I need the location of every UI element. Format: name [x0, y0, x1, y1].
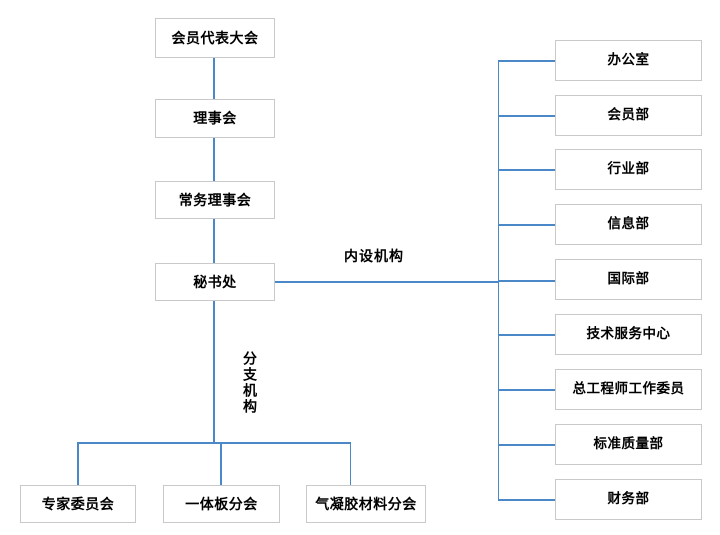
connector-dept-stub-2: [498, 115, 555, 117]
node-standing-council[interactable]: 常务理事会: [155, 181, 275, 219]
connector-secretariat-to-branch-bus: [213, 301, 215, 443]
node-branch-expert-committee[interactable]: 专家委员会: [20, 485, 136, 523]
node-department-membership[interactable]: 会员部: [555, 95, 702, 136]
node-secretariat[interactable]: 秘书处: [155, 263, 275, 301]
connector-branch-drop-3: [349, 443, 352, 485]
connector-branch-drop-2: [220, 443, 222, 485]
caption-branch-organizations: 分支机构: [242, 351, 258, 415]
node-department-chief-engineer-committee[interactable]: 总工程师工作委员: [555, 369, 702, 410]
node-department-standard-quality[interactable]: 标准质量部: [555, 424, 702, 465]
connector-dept-stub-9: [498, 499, 555, 501]
node-department-technical-service-center[interactable]: 技术服务中心: [555, 314, 702, 355]
node-council[interactable]: 理事会: [155, 99, 275, 138]
connector-dept-stub-3: [498, 169, 555, 171]
connector-branch-drop-1: [77, 443, 79, 485]
node-member-assembly[interactable]: 会员代表大会: [155, 18, 275, 58]
connector-standing-council-to-secretariat: [213, 219, 215, 263]
connector-dept-stub-7: [498, 389, 555, 391]
node-branch-integrated-panel[interactable]: 一体板分会: [163, 485, 280, 523]
node-department-industry[interactable]: 行业部: [555, 149, 702, 190]
connector-dept-stub-6: [498, 334, 555, 336]
connector-council-to-standing-council: [213, 138, 215, 181]
node-department-international[interactable]: 国际部: [555, 259, 702, 300]
node-department-information[interactable]: 信息部: [555, 204, 702, 245]
node-branch-aerogel-material[interactable]: 气凝胶材料分会: [306, 485, 426, 523]
connector-assembly-to-council: [213, 58, 215, 99]
branch-horizontal-bus: [77, 442, 351, 444]
connector-dept-stub-5: [498, 280, 555, 282]
node-department-office[interactable]: 办公室: [555, 40, 702, 81]
connector-dept-stub-1: [498, 60, 555, 62]
connector-dept-stub-4: [498, 224, 555, 226]
caption-internal-departments: 内设机构: [344, 248, 404, 264]
node-department-finance[interactable]: 财务部: [555, 479, 702, 520]
connector-secretariat-to-departments: [275, 281, 499, 283]
connector-dept-stub-8: [498, 444, 555, 446]
